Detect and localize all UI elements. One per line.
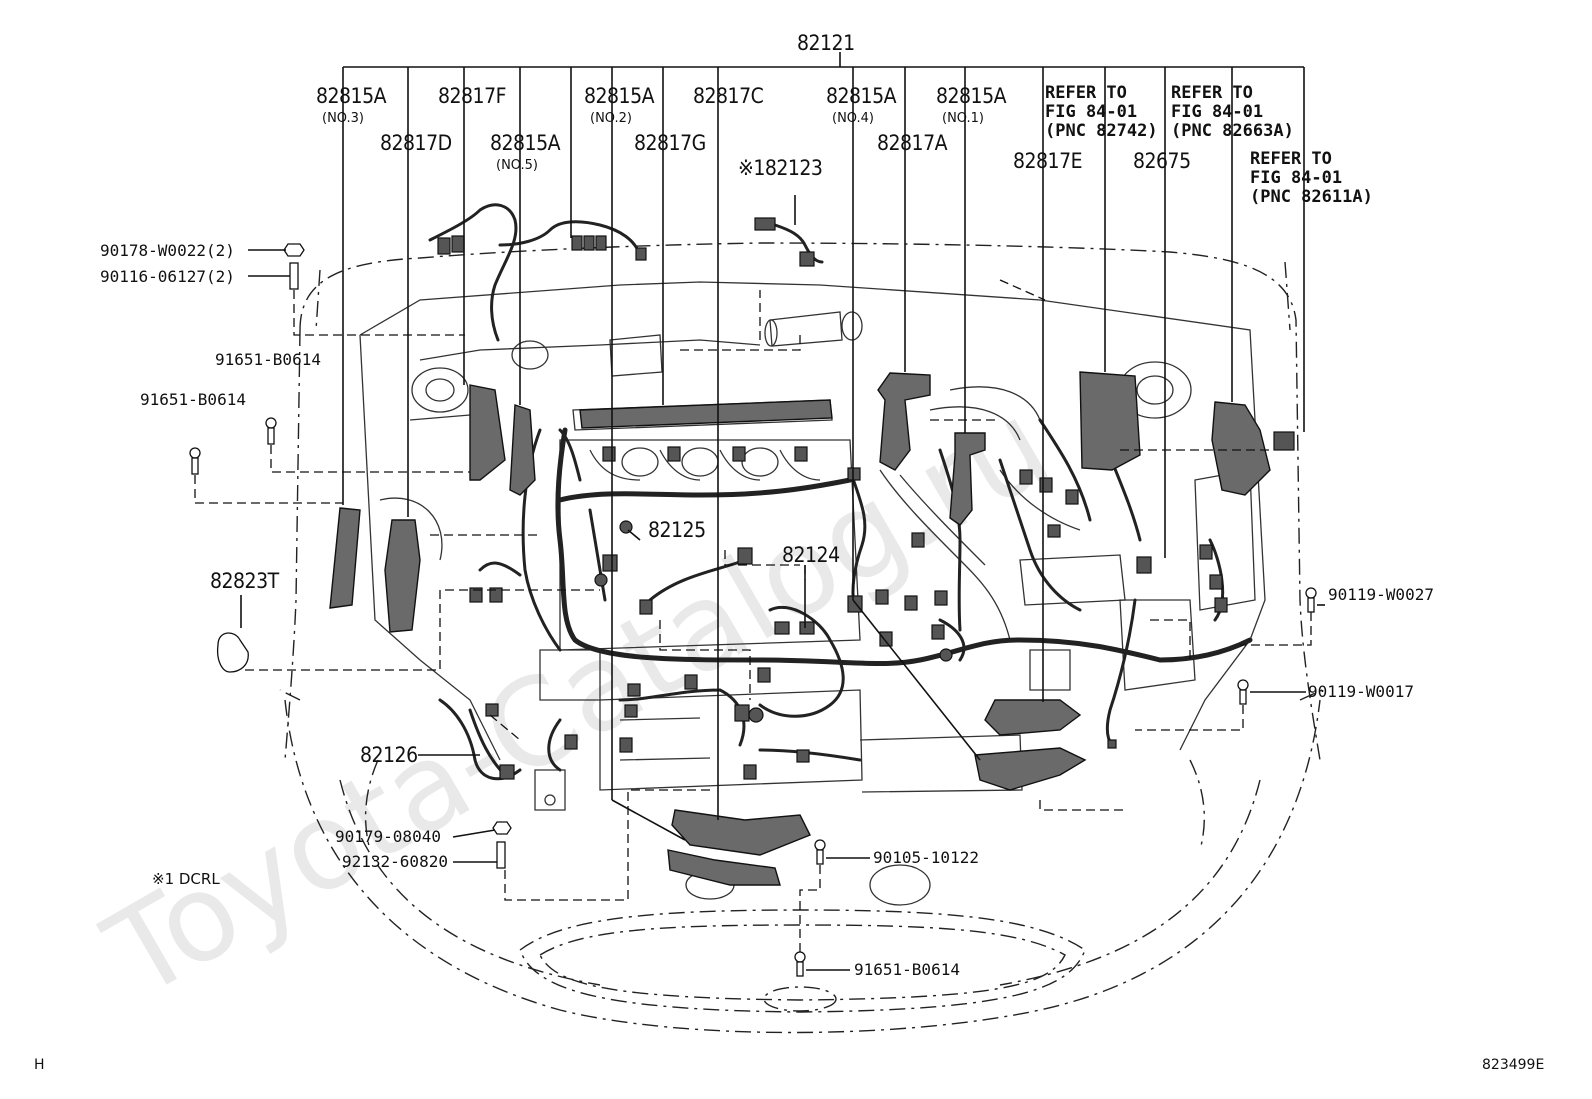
footnote-dcrl: ※1 DCRL bbox=[152, 870, 220, 888]
label-90178-w0022: 90178-W0022(2) bbox=[100, 241, 235, 260]
harness-brackets bbox=[216, 371, 1271, 886]
engine-bay-sketch bbox=[359, 281, 1266, 906]
label-82123: ※182123 bbox=[738, 156, 822, 180]
label-90179-08040: 90179-08040 bbox=[335, 827, 441, 846]
leader-lines bbox=[240, 52, 1325, 971]
label-90105-10122: 90105-10122 bbox=[873, 848, 979, 867]
refer-82742-line1: REFER TO bbox=[1045, 83, 1127, 103]
refer-82611a-line3: (PNC 82611A) bbox=[1250, 187, 1373, 207]
refer-82663a-line3: (PNC 82663A) bbox=[1171, 121, 1294, 141]
label-82815a-no2: 82815A bbox=[584, 84, 655, 108]
label-82124: 82124 bbox=[782, 543, 840, 567]
label-82125: 82125 bbox=[648, 518, 706, 542]
label-82823t: 82823T bbox=[210, 569, 280, 593]
refer-82742-line2: FIG 84-01 bbox=[1045, 102, 1137, 122]
vehicle-body-outline bbox=[279, 242, 1323, 1034]
label-82815a-no2-sub: (NO.2) bbox=[590, 111, 632, 126]
label-82126: 82126 bbox=[360, 743, 418, 767]
label-82817d: 82817D bbox=[380, 131, 452, 155]
label-91651-b0614-b: 91651-B0614 bbox=[140, 390, 246, 409]
refer-82611a-line2: FIG 84-01 bbox=[1250, 168, 1342, 188]
refer-82611a-line1: REFER TO bbox=[1250, 149, 1332, 169]
label-82817f: 82817F bbox=[438, 84, 506, 108]
part-labels: 82121 82815A (NO.3) 82817F 82815A (NO.2)… bbox=[34, 31, 1544, 1073]
label-90119-w0017: 90119-W0017 bbox=[1308, 682, 1414, 701]
label-82675: 82675 bbox=[1133, 149, 1191, 173]
label-82815a-no5-sub: (NO.5) bbox=[496, 158, 538, 173]
harness-connectors bbox=[437, 217, 1295, 780]
label-82817g: 82817G bbox=[634, 131, 706, 155]
label-82815a-no5: 82815A bbox=[490, 131, 561, 155]
label-82121: 82121 bbox=[797, 31, 855, 55]
label-82815a-no4: 82815A bbox=[826, 84, 897, 108]
refer-82663a-line1: REFER TO bbox=[1171, 83, 1253, 103]
label-91651-b0614-c: 91651-B0614 bbox=[854, 960, 960, 979]
label-90116-06127: 90116-06127(2) bbox=[100, 267, 235, 286]
label-82817a: 82817A bbox=[877, 131, 948, 155]
label-82815a-no3: 82815A bbox=[316, 84, 387, 108]
figure-code: 823499E bbox=[1482, 1057, 1544, 1073]
label-90119-w0027: 90119-W0027 bbox=[1328, 585, 1434, 604]
label-91651-b0614-a: 91651-B0614 bbox=[215, 350, 321, 369]
label-82815a-no3-sub: (NO.3) bbox=[322, 111, 364, 126]
label-82815a-no4-sub: (NO.4) bbox=[832, 111, 874, 126]
corner-mark: H bbox=[34, 1057, 45, 1073]
refer-82742-line3: (PNC 82742) bbox=[1045, 121, 1158, 141]
fasteners bbox=[189, 243, 1317, 977]
label-82815a-no1: 82815A bbox=[936, 84, 1007, 108]
label-82817e: 82817E bbox=[1013, 149, 1082, 173]
label-82815a-no1-sub: (NO.1) bbox=[942, 111, 984, 126]
dashed-reference-lines bbox=[194, 279, 1312, 955]
refer-82663a-line2: FIG 84-01 bbox=[1171, 102, 1263, 122]
label-92132-60820: 92132-60820 bbox=[342, 852, 448, 871]
label-82817c: 82817C bbox=[693, 84, 764, 108]
